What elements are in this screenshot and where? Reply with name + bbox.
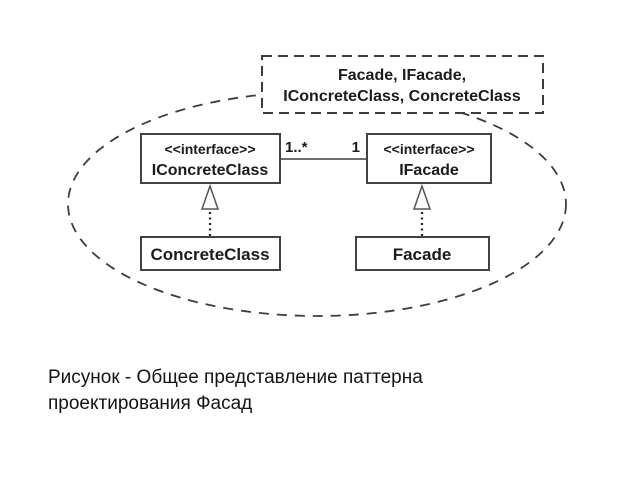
class-box-concreteclass-border xyxy=(140,236,281,271)
ifacade-name: IFacade xyxy=(399,162,459,179)
iconcreteclass-stereotype: <<interface>> xyxy=(164,141,255,157)
iconcreteclass-name: IConcreteClass xyxy=(152,162,269,179)
facade-pattern-diagram: Facade, IFacade, IConcreteClass, Concret… xyxy=(67,55,567,317)
multiplicity-right-label: 1 xyxy=(352,139,360,156)
annotation-line-1: Facade, IFacade, xyxy=(338,67,466,84)
annotation-box: Facade, IFacade, IConcreteClass, Concret… xyxy=(261,55,544,114)
figure-caption: Рисунок - Общее представление паттерна п… xyxy=(48,365,423,417)
annotation-box-border xyxy=(261,55,544,114)
multiplicity-left-label: 1..* xyxy=(285,139,308,156)
class-box-facade-border xyxy=(355,236,490,271)
realization-arrow-left xyxy=(200,183,220,236)
class-box-concreteclass: ConcreteClass xyxy=(140,236,281,271)
figure-caption-line-1: Рисунок - Общее представление паттерна xyxy=(48,367,423,388)
class-box-iconcreteclass: <<interface>> IConcreteClass xyxy=(140,133,281,184)
hollow-triangle-arrowhead-right xyxy=(412,183,432,210)
pattern-scope-ellipse xyxy=(67,91,567,317)
hollow-triangle-arrowhead-left xyxy=(200,183,220,210)
ifacade-stereotype: <<interface>> xyxy=(383,141,474,157)
annotation-line-2: IConcreteClass, ConcreteClass xyxy=(283,88,521,105)
class-box-ifacade-border xyxy=(366,133,492,184)
concreteclass-name: ConcreteClass xyxy=(150,245,269,264)
figure-caption-line-2: проектирования Фасад xyxy=(48,393,253,414)
realization-arrow-right xyxy=(412,183,432,236)
facade-name: Facade xyxy=(393,245,452,264)
class-box-facade: Facade xyxy=(355,236,490,271)
class-box-ifacade: <<interface>> IFacade xyxy=(366,133,492,184)
class-box-iconcreteclass-border xyxy=(140,133,281,184)
